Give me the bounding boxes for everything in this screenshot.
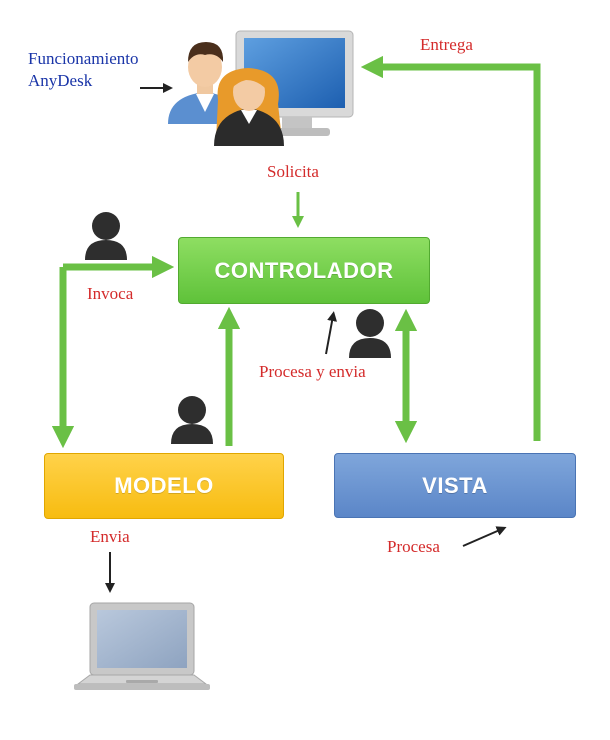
laptop-icon [74,602,210,690]
anydesk-label: AnyDesk [28,71,93,90]
modelo-box: MODELO [44,453,284,519]
modelo-label: MODELO [114,473,214,498]
arrows [51,55,541,449]
procesa-y-envia-label: Procesa y envia [259,362,366,381]
arrow-procesa-y-envia [325,311,338,355]
arrow-procesa [462,526,507,547]
procesa-label: Procesa [387,537,440,556]
person-icon [349,309,391,358]
person-icon [85,212,127,260]
vista-box: VISTA [334,453,576,518]
person-icon [171,396,213,444]
pointer-arrows [105,83,507,593]
vista-label: VISTA [422,472,488,498]
controlador-box: CONTROLADOR [178,237,430,304]
users-icon [168,42,284,146]
arrow-entrega [360,55,541,441]
funcionamiento-label: Funcionamiento [28,49,139,68]
solicita-label: Solicita [267,162,319,181]
envia-label: Envia [90,527,130,546]
invoca-label: Invoca [87,284,134,303]
entrega-label: Entrega [420,35,473,54]
controlador-label: CONTROLADOR [214,257,394,283]
